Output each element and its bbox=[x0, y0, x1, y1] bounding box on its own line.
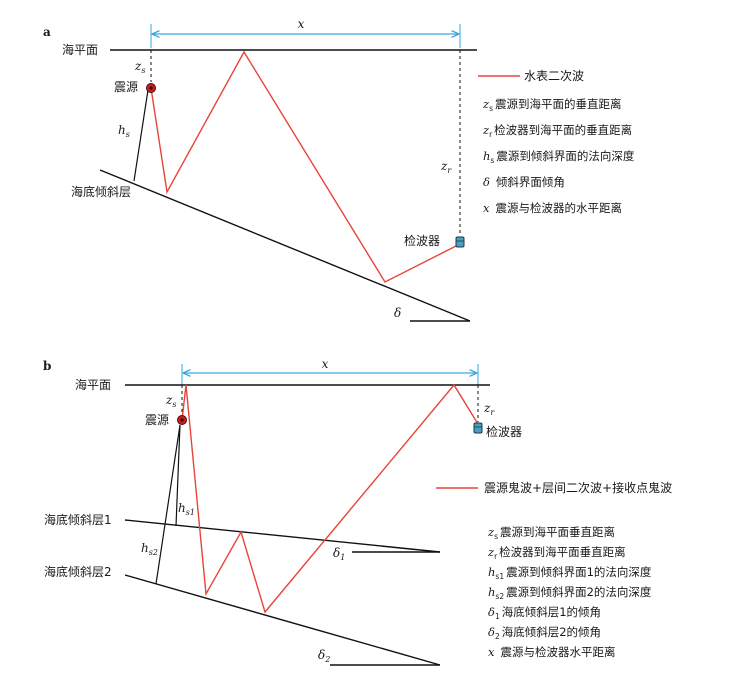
panel-a-seabed-line bbox=[99, 169, 471, 322]
panel-b-hs1-line bbox=[175, 424, 181, 527]
panel-a-hs-label: hs bbox=[118, 123, 130, 139]
panel-a-seabed-label: 海底倾斜层 bbox=[71, 184, 131, 199]
panel-a-zs-label: zs bbox=[134, 59, 145, 75]
panel-a: a x 海平面 海底倾斜层 δ hs 震源 zs bbox=[43, 17, 635, 322]
geophone-receiver-icon bbox=[455, 236, 465, 248]
panel-b-sea-surface-label: 海平面 bbox=[75, 377, 111, 392]
panel-b-source-label: 震源 bbox=[145, 413, 169, 427]
panel-a-sea-surface-label: 海平面 bbox=[62, 42, 98, 57]
panel-b-hs2-line bbox=[155, 424, 181, 585]
panel-a-receiver-label: 检波器 bbox=[404, 233, 440, 248]
panel-b-seabed1-line bbox=[124, 519, 441, 553]
panel-b-receiver-label: 检波器 bbox=[486, 424, 522, 439]
panel-b-zs-label: zs bbox=[165, 393, 176, 409]
geophone-receiver-icon bbox=[473, 422, 483, 434]
seismic-source-icon bbox=[177, 415, 187, 425]
panel-b-delta1-label: δ1 bbox=[333, 546, 345, 562]
seismic-source-icon bbox=[146, 83, 156, 93]
panel-b: b x 海平面 海底倾斜层1 δ1 海底倾斜层2 δ2 hs1 hs2 bbox=[43, 357, 672, 666]
panel-a-label: a bbox=[43, 25, 51, 39]
panel-a-delta-label: δ bbox=[394, 306, 401, 320]
panel-b-seabed2-line bbox=[124, 574, 441, 666]
panel-b-hs1-label: hs1 bbox=[178, 501, 195, 517]
panel-b-hs2-label: hs2 bbox=[141, 541, 158, 557]
panel-b-x-label: x bbox=[322, 357, 329, 371]
panel-b-zr-label: zr bbox=[483, 401, 495, 417]
panel-b-legend-ray-label: 震源鬼波+层间二次波+接收点鬼波 bbox=[484, 480, 672, 495]
panel-b-delta2-label: δ2 bbox=[318, 648, 330, 664]
panel-b-label: b bbox=[43, 359, 51, 373]
panel-a-x-label: x bbox=[298, 17, 305, 31]
panel-a-legend-ray-label: 水表二次波 bbox=[524, 69, 584, 83]
panel-a-zr-label: zr bbox=[440, 159, 452, 175]
panel-b-seabed2-label: 海底倾斜层2 bbox=[44, 564, 112, 579]
panel-a-ray-path bbox=[150, 50, 461, 283]
panel-a-hs-line bbox=[133, 89, 149, 182]
panel-b-seabed1-label: 海底倾斜层1 bbox=[44, 512, 112, 527]
panel-b-ray-path bbox=[181, 383, 479, 614]
panel-a-source-label: 震源 bbox=[114, 80, 138, 94]
